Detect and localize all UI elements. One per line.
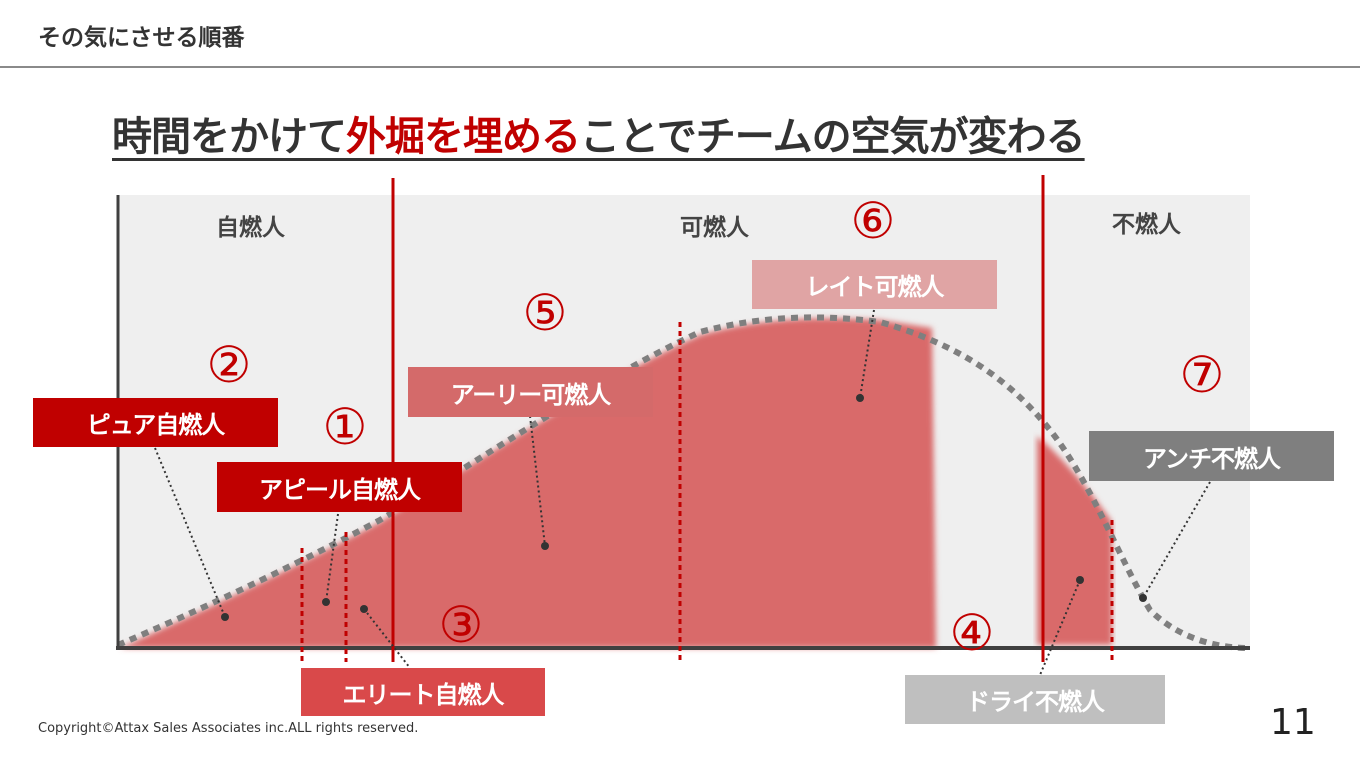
filled-area-main xyxy=(120,318,936,648)
label-early-combustible: アーリー可燃人 xyxy=(408,367,653,417)
leader-anti xyxy=(1142,481,1211,599)
headline: 時間をかけて外堀を埋めることでチームの空気が変わる xyxy=(112,104,1086,162)
label-dry-non: ドライ不燃人 xyxy=(905,675,1165,724)
dot-elite xyxy=(360,605,368,613)
step-number-1: ① xyxy=(322,398,368,456)
leader-dry xyxy=(1039,579,1081,676)
filled-area-dry xyxy=(1037,436,1112,645)
step-number-6: ⑥ xyxy=(850,192,896,250)
zone-combustible: 可燃人 xyxy=(680,215,749,241)
step-number-5: ⑤ xyxy=(522,284,568,342)
header-title: その気にさせる順番 xyxy=(38,25,245,51)
headline-accent: 外堀を埋める xyxy=(346,114,581,160)
label-appeal-self: アピール自燃人 xyxy=(217,462,462,512)
leader-pure xyxy=(154,447,226,618)
bell-curve xyxy=(116,314,1249,651)
label-late-combustible: レイト可燃人 xyxy=(752,260,997,309)
dot-dry xyxy=(1076,576,1084,584)
copyright: Copyright©Attax Sales Associates inc.ALL… xyxy=(38,721,419,736)
label-elite-self: エリート自燃人 xyxy=(301,668,545,716)
step-number-3: ③ xyxy=(438,596,484,654)
dot-appeal xyxy=(322,598,330,606)
step-number-7: ⑦ xyxy=(1179,346,1225,404)
headline-part2: ことでチームの空気が変わる xyxy=(580,114,1086,160)
dot-early xyxy=(541,542,549,550)
page-number: 11 xyxy=(1270,702,1316,743)
step-number-4: ④ xyxy=(949,604,995,662)
zone-non-combustible: 不燃人 xyxy=(1112,212,1181,238)
dot-pure xyxy=(221,613,229,621)
step-number-2: ② xyxy=(206,336,252,394)
zone-self-combustion: 自燃人 xyxy=(216,215,285,241)
label-pure-self: ピュア自燃人 xyxy=(33,398,278,447)
dot-late xyxy=(856,394,864,402)
dot-anti xyxy=(1139,594,1147,602)
leader-early xyxy=(529,415,546,547)
headline-part1: 時間をかけて xyxy=(112,114,347,160)
header-divider xyxy=(0,66,1360,68)
label-anti-non: アンチ不燃人 xyxy=(1089,431,1334,481)
